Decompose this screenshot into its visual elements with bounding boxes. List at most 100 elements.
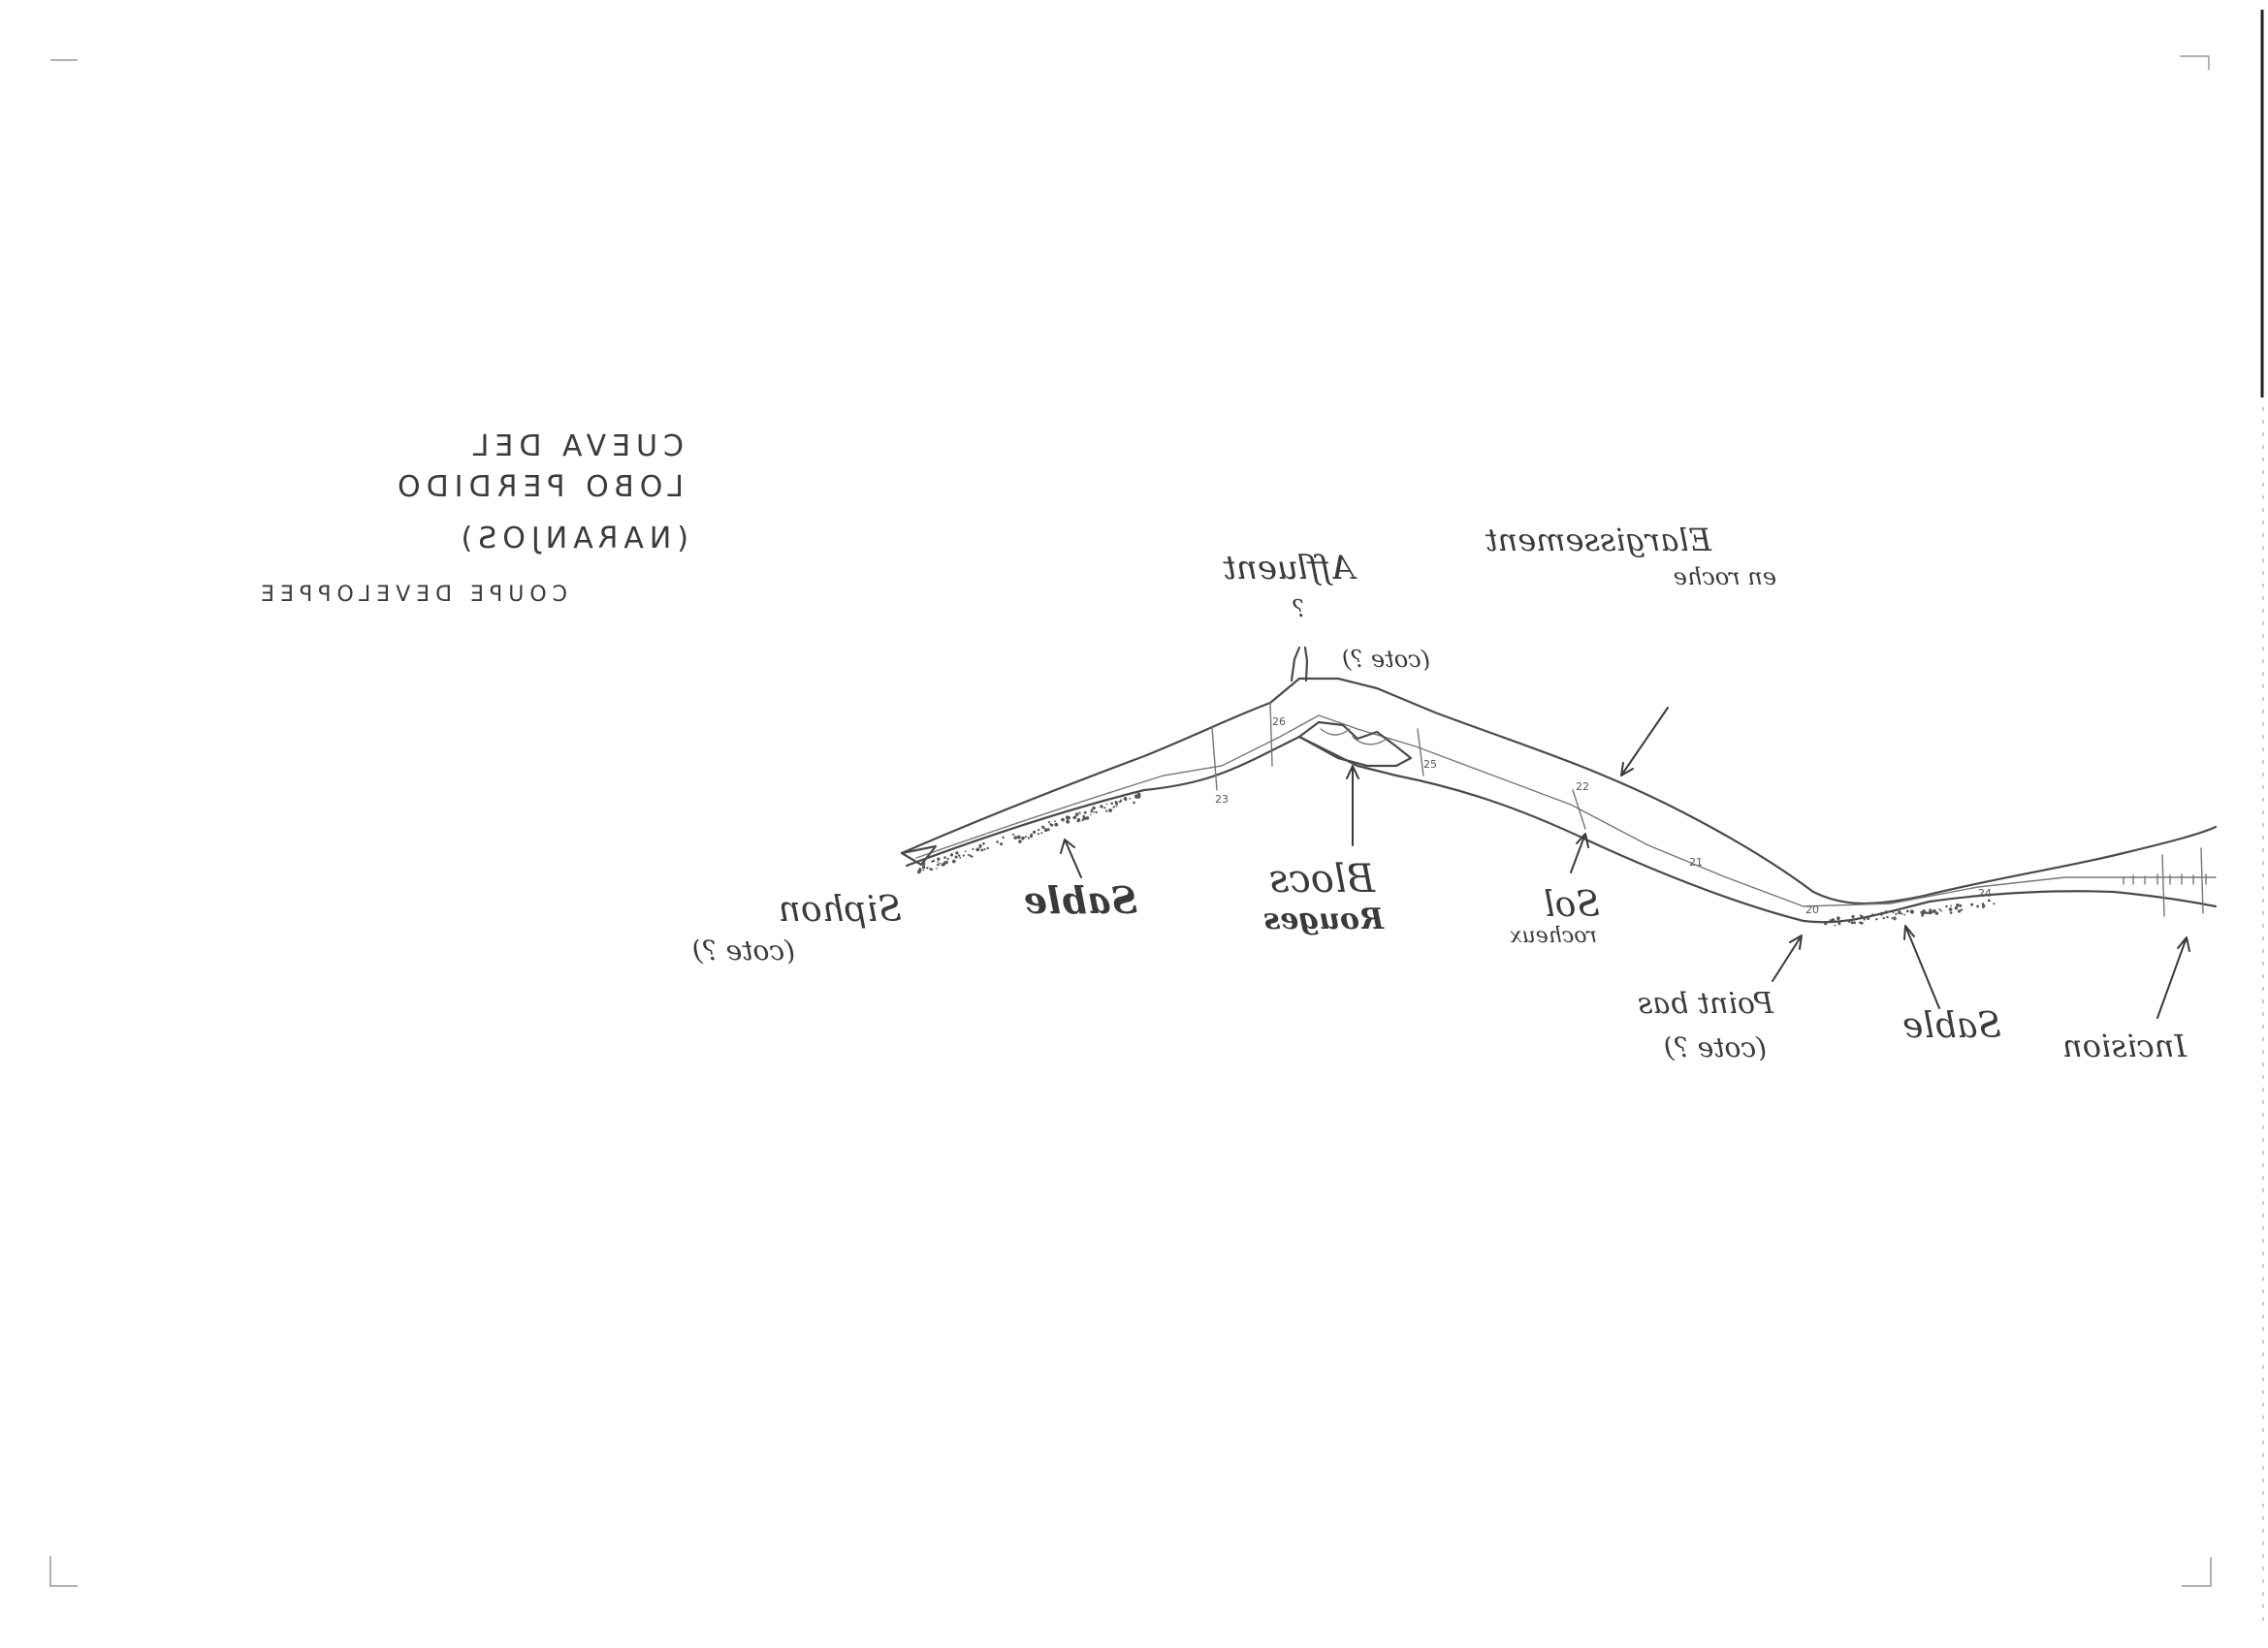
sand-dot xyxy=(1109,808,1112,811)
sand-dot xyxy=(1066,819,1070,824)
station-22: 22 xyxy=(1576,780,1589,793)
arrow-sol-rocheux xyxy=(1570,833,1589,873)
sand-dot xyxy=(1870,913,1874,916)
sand-dot xyxy=(1011,833,1015,836)
sand-dot xyxy=(1082,816,1087,821)
sand-dot xyxy=(1046,828,1050,832)
sand-dot xyxy=(1938,908,1940,910)
label-sol: Sol xyxy=(1544,885,1600,925)
sand-dot xyxy=(1038,829,1040,832)
sand-dot xyxy=(1893,918,1897,921)
blocks-outline xyxy=(1297,720,1413,768)
sand-dot xyxy=(922,869,925,872)
handwritten-labels: Affluent ? (cote ?) Elargissement en roc… xyxy=(692,522,2188,1064)
label-en-roche: en roche xyxy=(1674,563,1776,590)
sand-dot xyxy=(1901,912,1903,915)
sand-dot xyxy=(980,848,984,852)
sand-dot xyxy=(1040,832,1043,835)
station-26: 26 xyxy=(1272,715,1286,728)
sand-dot xyxy=(967,853,970,856)
title-line-3: (NARANJOS) xyxy=(456,522,688,555)
station-25: 25 xyxy=(1423,758,1437,771)
label-siphon: Siphon xyxy=(779,890,902,930)
sand-dot xyxy=(1847,920,1851,923)
sand-dot xyxy=(1095,810,1098,814)
sand-dot xyxy=(1837,922,1841,926)
arrow-elargissement xyxy=(1620,707,1669,776)
sand-dot xyxy=(1891,917,1894,920)
sand-dot xyxy=(1831,918,1836,922)
sand-dot xyxy=(962,854,965,857)
subtitle: COUPE DEVELOPPEE xyxy=(255,583,567,607)
sand-dot xyxy=(1073,815,1077,818)
sand-deposits xyxy=(917,792,1996,927)
sand-dot xyxy=(1074,812,1079,816)
sand-dot xyxy=(1976,904,1979,908)
cave-profile xyxy=(900,646,2218,924)
sand-dot xyxy=(1954,906,1959,910)
sand-dot xyxy=(1024,836,1027,839)
sand-dot xyxy=(996,840,999,843)
scan-crop-marks xyxy=(49,10,2264,1629)
sand-dot xyxy=(1105,803,1108,806)
sand-dot xyxy=(1021,836,1025,840)
sand-dot xyxy=(1090,810,1093,813)
sand-dot xyxy=(936,867,938,870)
sand-dot xyxy=(964,850,967,853)
sand-dot xyxy=(1133,801,1135,805)
sand-dot xyxy=(1948,907,1953,911)
sand-dot xyxy=(982,842,985,845)
label-point-bas-cote: (cote ?) xyxy=(1664,1031,1767,1063)
sand-dot xyxy=(1934,909,1936,912)
sand-dot xyxy=(1030,835,1033,839)
sand-dot xyxy=(1853,918,1856,921)
sand-dot xyxy=(975,847,980,852)
label-affluent-question: ? xyxy=(1293,595,1305,622)
sand-dot xyxy=(1892,910,1895,914)
sand-dot xyxy=(952,859,956,864)
label-elargissement: Elargissement xyxy=(1485,522,1712,558)
sand-dot xyxy=(1993,903,1996,905)
sand-dot xyxy=(1934,911,1939,915)
sand-dot xyxy=(1061,819,1064,821)
sand-dot xyxy=(1136,792,1141,797)
sand-dot xyxy=(1939,909,1942,911)
label-incision: Incision xyxy=(2062,1028,2188,1064)
sand-dot xyxy=(1120,799,1123,802)
sand-dot xyxy=(978,843,982,848)
sand-dot xyxy=(1959,903,1963,907)
sand-dot xyxy=(1078,811,1081,814)
sand-dot xyxy=(939,862,941,865)
sand-dot xyxy=(1114,801,1118,804)
sand-dot xyxy=(1103,807,1106,809)
sand-dot xyxy=(943,856,946,859)
sand-dot xyxy=(1037,833,1039,836)
sand-dot xyxy=(1987,899,1991,903)
label-rouges: Rouges xyxy=(1263,903,1385,936)
sand-dot xyxy=(1903,913,1906,916)
sand-dot xyxy=(1860,915,1864,918)
station-20: 20 xyxy=(1805,903,1819,916)
sand-dot xyxy=(1134,794,1138,798)
arrow-sable-right xyxy=(1903,925,1940,1009)
sand-dot xyxy=(1018,840,1022,843)
sand-dot xyxy=(1002,836,1005,840)
sand-dot xyxy=(921,862,926,866)
sand-dot xyxy=(921,865,926,870)
title-line-2: LOBO PERDIDO xyxy=(392,470,684,504)
sand-dot xyxy=(1950,904,1952,907)
sand-dot xyxy=(1834,924,1837,927)
sand-dot xyxy=(1905,909,1909,913)
sand-dot xyxy=(1982,904,1985,907)
sand-dot xyxy=(919,870,922,872)
sand-dot xyxy=(926,867,929,870)
sand-dot xyxy=(941,863,943,866)
sand-dot xyxy=(1929,910,1933,915)
arrow-point-bas xyxy=(1772,935,1803,982)
sand-dot xyxy=(969,854,972,857)
label-affluent: Affluent xyxy=(1223,549,1358,587)
sand-dot xyxy=(1895,912,1898,916)
sand-dot xyxy=(1065,815,1070,819)
